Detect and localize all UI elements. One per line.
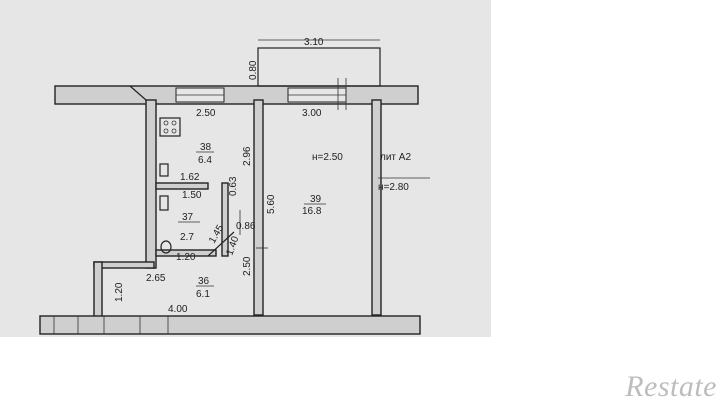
corridor-wall <box>155 182 209 190</box>
left-wall <box>145 99 157 269</box>
hall-left-dim: 1.20 <box>114 282 125 302</box>
stove-burner-4 <box>171 128 177 134</box>
hall-width: 2.65 <box>146 273 166 284</box>
top-wall <box>54 85 419 105</box>
stove-burner-2 <box>171 120 177 126</box>
hall-area: 6.1 <box>196 289 210 300</box>
room-height: н=2.50 <box>312 152 343 163</box>
lit-label: лит А2 <box>380 152 411 163</box>
floor-plan-image: 3.10 0.80 2.50 3.00 38 6.4 2.96 1.62 1.5… <box>0 0 491 337</box>
stove-burner-3 <box>163 128 169 134</box>
window-right-label: 3.00 <box>302 108 322 119</box>
hall-top-wall <box>93 261 155 269</box>
hall-number: 36 <box>198 276 210 287</box>
bath-bottom-dim: 1.20 <box>176 252 196 263</box>
room-number: 39 <box>310 194 322 205</box>
door-swing <box>207 231 235 257</box>
brand-watermark: Restate <box>625 370 717 403</box>
bath-sink-icon <box>159 195 169 211</box>
stair-edge <box>129 85 147 101</box>
kitchen-number: 38 <box>200 142 212 153</box>
bath-area: 2.7 <box>180 232 194 243</box>
stove-icon <box>159 117 181 137</box>
kitchen-area: 6.4 <box>198 155 212 166</box>
bath-dim: 0.86 <box>236 221 256 232</box>
kitchen-sink-icon <box>159 163 169 177</box>
left-top-dim-label: 0.80 <box>248 60 259 80</box>
stove-burner-1 <box>163 120 169 126</box>
bath-bottom-wall <box>155 249 217 257</box>
corridor-inner: 1.50 <box>182 190 202 201</box>
floor-plan-drawing: 3.10 0.80 2.50 3.00 38 6.4 2.96 1.62 1.5… <box>39 37 430 335</box>
bottom-dim: 4.00 <box>168 304 188 315</box>
right-wall <box>371 99 382 316</box>
top-dim-label: 3.10 <box>304 37 324 48</box>
hall-left-wall <box>93 261 103 319</box>
partition-wall <box>253 99 264 316</box>
corridor-dim: 0.63 <box>228 176 239 196</box>
room-area: 16.8 <box>302 206 322 217</box>
bottom-wall <box>39 315 421 335</box>
window-left-label: 2.50 <box>196 108 216 119</box>
bath-right-wall <box>221 182 229 257</box>
toilet-icon <box>160 240 172 254</box>
balcony-outline <box>257 47 381 87</box>
room-dim-v: 5.60 <box>266 194 277 214</box>
bath-number: 37 <box>182 212 194 223</box>
corridor-width: 1.62 <box>180 172 200 183</box>
kitchen-dim-v: 2.96 <box>242 146 253 166</box>
outer-height: н=2.80 <box>378 182 409 193</box>
room-dim-v2: 2.50 <box>242 256 253 276</box>
